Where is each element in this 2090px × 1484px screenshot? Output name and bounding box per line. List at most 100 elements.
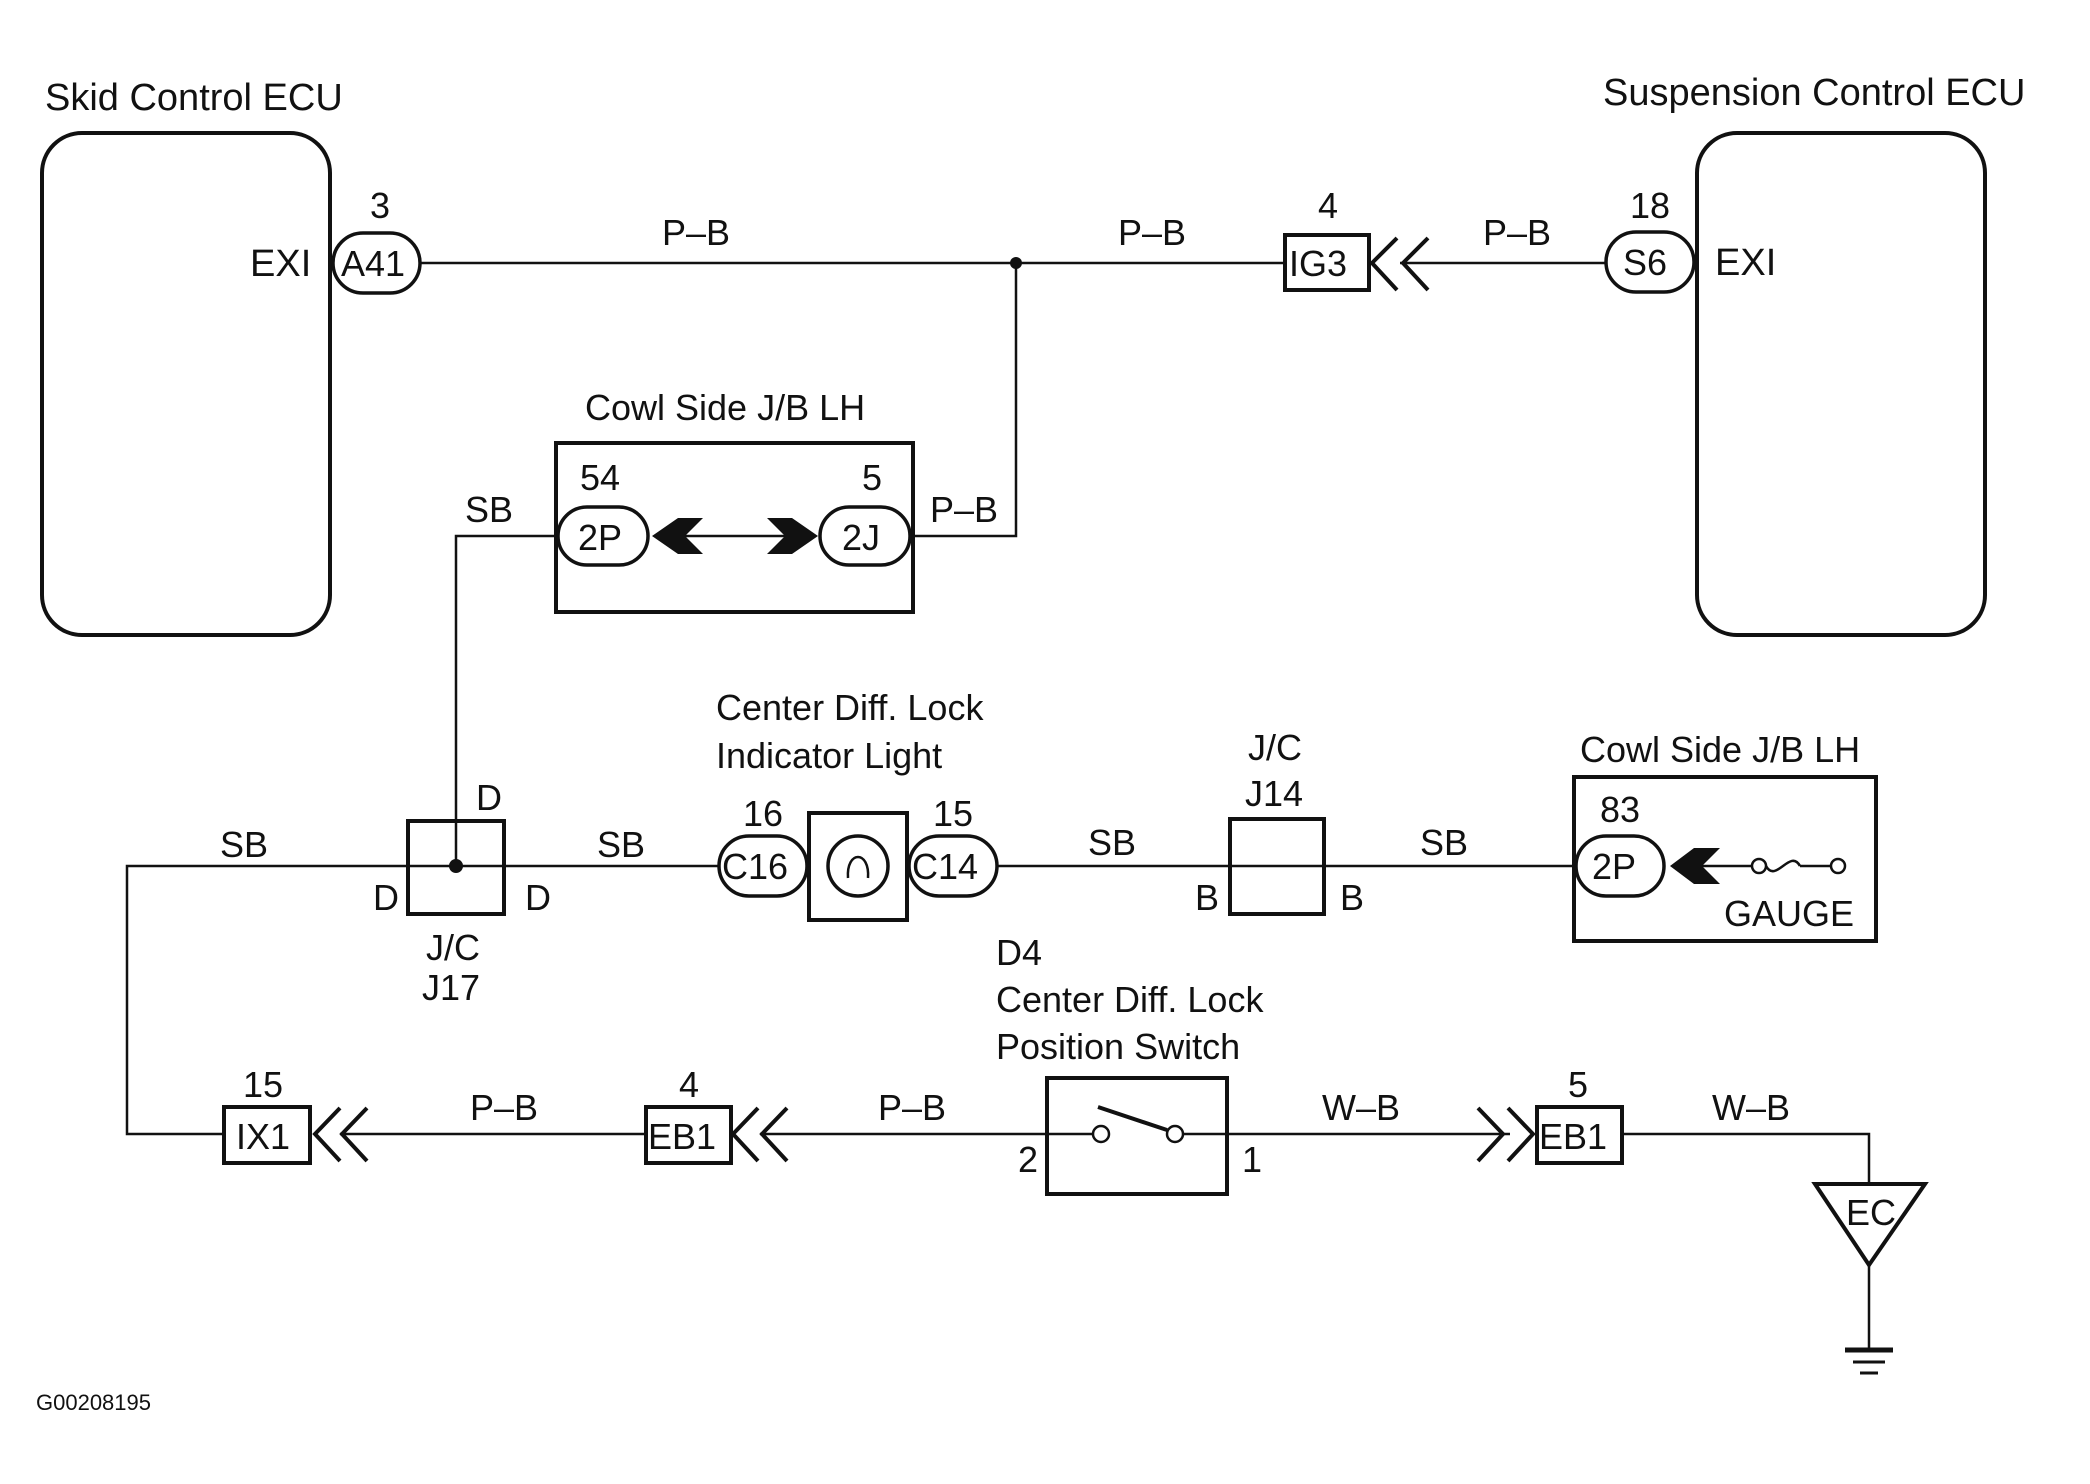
connector-ix1-label: IX1 — [236, 1116, 290, 1157]
bulb-filament-icon — [846, 856, 870, 879]
fuse-label: GAUGE — [1724, 893, 1854, 934]
cowl-jb-bottom-box — [1572, 775, 1878, 943]
female-terminal-icon — [652, 518, 703, 554]
wire-label: SB — [1088, 822, 1136, 863]
junction-connector-j14: J/C J14 B B — [1195, 727, 1364, 918]
center-diff-lock-indicator-light: Center Diff. Lock Indicator Light C16 16… — [716, 687, 999, 922]
wire-label: SB — [465, 489, 513, 530]
j17-label-line1: J/C — [426, 927, 480, 968]
wire-eb1-ground — [1622, 1132, 1871, 1184]
connector-eb1-right-box — [1535, 1105, 1624, 1165]
ground-point-label: EC — [1846, 1192, 1896, 1233]
fuse-terminal-icon — [1829, 857, 1847, 875]
plug-chevron-icon — [1476, 1106, 1506, 1163]
ground-point: EC — [1811, 1182, 1929, 1375]
female-terminal-icon — [1670, 848, 1720, 884]
suspension-ecu-terminal: EXI — [1715, 242, 1776, 284]
cowl-jb-bottom-title: Cowl Side J/B LH — [1580, 729, 1860, 770]
diagram-id: G00208195 — [36, 1390, 151, 1415]
connector-ix1-box — [222, 1105, 312, 1165]
plug-chevron-icon — [1506, 1106, 1536, 1163]
connector-c14 — [907, 834, 999, 898]
fuse-icon — [1764, 859, 1802, 873]
switch-contact-icon — [1091, 1124, 1111, 1144]
skid-control-ecu: Skid Control ECU EXI A41 3 — [40, 77, 422, 637]
indicator-title-line2: Indicator Light — [716, 735, 942, 776]
connector-eb1-left-pin: 4 — [679, 1064, 699, 1105]
j17-left-terminal: D — [373, 877, 399, 918]
wire-label: SB — [220, 824, 268, 865]
switch-pin-left: 2 — [1018, 1139, 1038, 1180]
splice-dot — [449, 859, 463, 873]
wire-label: P–B — [662, 212, 730, 253]
fuse-terminal-icon — [1750, 857, 1768, 875]
connector-ig3: IG3 4 — [1283, 185, 1430, 292]
plug-chevron-icon — [339, 1106, 369, 1163]
connector-2j-pin: 5 — [862, 457, 882, 498]
wire-label: P–B — [930, 489, 998, 530]
switch-contact-icon — [1165, 1124, 1185, 1144]
cowl-side-jb-bottom: Cowl Side J/B LH 83 2P GAUGE — [1572, 729, 1878, 943]
bulb-icon — [826, 834, 890, 898]
j14-right-terminal: B — [1340, 877, 1364, 918]
skid-ecu-box — [40, 131, 332, 637]
connector-s6-pin: 18 — [1630, 185, 1670, 226]
connector-2p-gauge — [1574, 834, 1666, 898]
connector-2j — [818, 505, 912, 567]
skid-ecu-title: Skid Control ECU — [45, 77, 343, 119]
cowl-jb-top-box — [554, 441, 915, 614]
wire-j17-ix1 — [125, 864, 719, 1136]
connector-s6 — [1604, 230, 1696, 294]
connector-c14-pin: 15 — [933, 793, 973, 834]
ground-point-triangle — [1811, 1182, 1929, 1269]
wire-label: SB — [597, 824, 645, 865]
connector-eb1-left-box — [644, 1105, 733, 1165]
wire-label: P–B — [1483, 212, 1551, 253]
connector-eb1-left: 4 EB1 — [644, 1064, 789, 1165]
switch-blade-icon — [1097, 1105, 1168, 1132]
connector-ix1: 15 IX1 — [222, 1064, 369, 1165]
indicator-box — [807, 811, 909, 922]
connector-2p-label: 2P — [578, 517, 622, 558]
wire-label: P–B — [470, 1087, 538, 1128]
wire-junction-2j — [913, 263, 1018, 538]
connector-ig3-box — [1283, 233, 1371, 292]
connector-ig3-pin: 4 — [1318, 185, 1338, 226]
switch-title-line1: Center Diff. Lock — [996, 979, 1264, 1020]
connector-c16-pin: 16 — [743, 793, 783, 834]
connector-c16-label: C16 — [722, 846, 788, 887]
connector-eb1-right-label: EB1 — [1539, 1116, 1607, 1157]
connector-2p-pin: 54 — [580, 457, 620, 498]
wire-label: W–B — [1322, 1087, 1400, 1128]
wire-2p-j17 — [454, 534, 555, 866]
connector-a41-label: A41 — [341, 243, 405, 284]
wire-label: SB — [1420, 822, 1468, 863]
j14-label-line1: J/C — [1248, 727, 1302, 768]
splice-dot — [1010, 257, 1022, 269]
connector-2p-gauge-label: 2P — [1592, 846, 1636, 887]
wire-label: P–B — [878, 1087, 946, 1128]
male-terminal-icon — [767, 518, 818, 554]
j14-box — [1228, 817, 1326, 916]
junction-connector-j17: D D D J/C J17 — [373, 777, 551, 1008]
connector-eb1-left-label: EB1 — [648, 1116, 716, 1157]
suspension-control-ecu: Suspension Control ECU S6 18 EXI — [1603, 72, 2025, 637]
connector-c16 — [717, 834, 809, 898]
switch-box — [1045, 1076, 1229, 1196]
switch-title-line2: Position Switch — [996, 1026, 1240, 1067]
connector-2p — [556, 505, 650, 567]
j17-box — [406, 819, 506, 916]
j14-label-line2: J14 — [1245, 773, 1303, 814]
cowl-side-jb-top: Cowl Side J/B LH 54 2P 5 2J — [554, 387, 915, 614]
suspension-ecu-title: Suspension Control ECU — [1603, 72, 2025, 114]
connector-a41-pin: 3 — [370, 185, 390, 226]
center-diff-lock-position-switch: D4 Center Diff. Lock Position Switch 2 1 — [996, 932, 1264, 1196]
wire-label: W–B — [1712, 1087, 1790, 1128]
j14-left-terminal: B — [1195, 877, 1219, 918]
plug-chevron-icon — [730, 1106, 760, 1163]
plug-chevron-icon — [759, 1106, 789, 1163]
wires — [125, 257, 1871, 1350]
connector-2p-gauge-pin: 83 — [1600, 789, 1640, 830]
skid-ecu-terminal: EXI — [250, 243, 311, 285]
